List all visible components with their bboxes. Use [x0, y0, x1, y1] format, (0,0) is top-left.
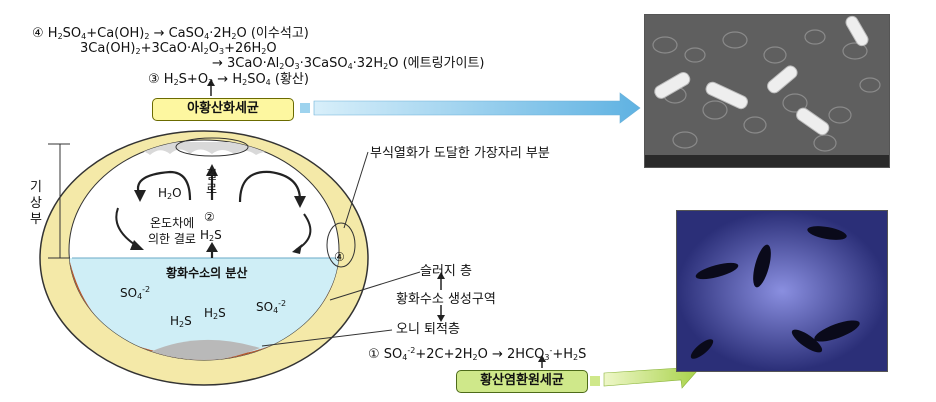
micrograph-2-art	[677, 211, 887, 371]
leader-sludge	[329, 271, 421, 301]
right-loop-arrow-head	[294, 196, 306, 208]
center-up-arrow-2-head	[206, 242, 218, 252]
crown-marker	[175, 137, 249, 157]
h2s-water-label-2: H2S	[204, 306, 226, 321]
micrograph-1-art	[645, 15, 889, 167]
right-side-arrow-head	[292, 244, 302, 254]
temp-condensation-label-1: 온도차에	[150, 216, 195, 230]
blue-arrow-stub	[300, 103, 310, 113]
arrow-gen-down-head	[437, 315, 445, 322]
h2s-diffusion-label: 황화수소의 분산	[166, 266, 248, 280]
arrow-r1-up-head	[538, 355, 546, 362]
temp-condensation-label-2: 의한 결로	[148, 232, 196, 246]
edge-marker	[326, 222, 356, 268]
gas-phase-label-1: 기	[30, 180, 42, 195]
center-up-arrow-1-head	[206, 164, 218, 176]
so4-left-label: SO4-2	[120, 285, 151, 301]
gas-phase-label-3: 부	[30, 212, 42, 227]
leader-corrosion-edge	[343, 151, 369, 229]
condensation-label-2: 로	[206, 182, 218, 196]
arrow-r3-up-head	[207, 79, 215, 86]
left-side-arrow-head	[130, 240, 144, 250]
gas-phase-label-2: 상	[30, 196, 42, 211]
reaction-3-line: ③ H2S+O2 → H2SO4 (황산)	[148, 72, 309, 87]
h2s-gas-label: H2S	[200, 228, 222, 243]
circle-number-1: ①	[368, 347, 380, 362]
left-loop-arrow-head	[134, 190, 146, 202]
h2s-water-label-1: H2S	[170, 314, 192, 329]
sulfate-reducing-micrograph	[676, 210, 888, 372]
so4-right-label: SO4-2	[256, 299, 287, 315]
blue-arrow	[313, 92, 641, 124]
sulfur-oxidizing-bacteria-label: 아황산화세균	[152, 98, 294, 121]
mud-layer-label: 오니 퇴적층	[396, 322, 460, 337]
corrosion-edge-label: 부식열화가 도달한 가장자리 부분	[370, 146, 550, 161]
sludge-layer-label: 슬러지 층	[420, 264, 472, 279]
arrow-gen-up-head	[437, 272, 445, 279]
reaction-6-line: → 3CaO·Al2O3·3CaSO4·32H2O (에트링가이트)	[212, 56, 485, 71]
circle-number-3: ③	[148, 72, 160, 87]
h2o-label: H2O	[158, 186, 182, 201]
sulfur-oxidizing-micrograph	[644, 14, 890, 168]
right-loop-arrow	[238, 170, 302, 203]
reaction-5-line: 3Ca(OH)2+3CaO·Al2O3+26H2O	[80, 41, 277, 56]
sulfate-reducing-bacteria-label: 황산염환원세균	[456, 370, 588, 393]
h2s-generation-label: 황화수소 생성구역	[396, 292, 496, 307]
green-arrow-stub	[590, 376, 600, 386]
leader-mud	[261, 329, 393, 347]
sediment-layer	[150, 339, 260, 360]
circle-number-2: ②	[204, 210, 215, 224]
reaction-1-line: ① SO4-2+2C+2H2O → 2HCO3-+H2S	[368, 346, 587, 362]
left-loop-arrow	[137, 170, 192, 201]
circle-number-4: ④	[32, 26, 44, 41]
condensation-label-1: 결	[206, 168, 218, 182]
reaction-4-line: ④ H2SO4+Ca(OH)2 → CaSO4·2H2O (이수석고)	[32, 26, 309, 41]
circle-number-4-edge: ④	[334, 250, 345, 264]
